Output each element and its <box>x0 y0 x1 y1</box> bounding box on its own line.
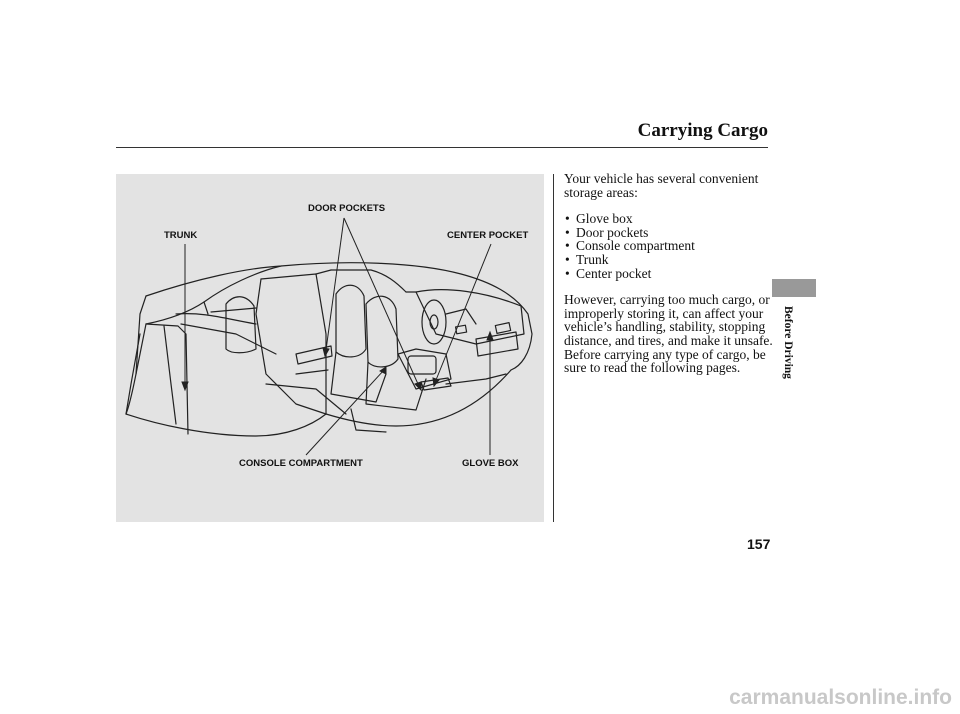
callout-door-pockets: DOOR POCKETS <box>308 203 386 214</box>
section-tab-label: Before Driving <box>782 306 794 379</box>
list-item: Console compartment <box>564 239 774 253</box>
storage-list: Glove box Door pockets Console compartme… <box>564 212 774 280</box>
title-rule <box>116 147 768 148</box>
callout-console-compartment: CONSOLE COMPARTMENT <box>239 458 363 469</box>
list-item: Glove box <box>564 212 774 226</box>
page-number: 157 <box>747 536 771 552</box>
cargo-warning-paragraph: However, carrying too much cargo, or imp… <box>564 292 773 376</box>
list-item: Center pocket <box>564 266 774 281</box>
list-item: Door pockets <box>564 226 774 240</box>
callout-trunk: TRUNK <box>164 230 198 241</box>
column-divider <box>553 174 554 522</box>
car-interior-drawing <box>125 217 533 456</box>
car-interior-illustration: DOOR POCKETS TRUNK CENTER POCKET CONSOLE… <box>116 174 544 522</box>
callout-center-pocket: CENTER POCKET <box>447 230 529 241</box>
section-tab-marker <box>772 279 816 297</box>
watermark: carmanualsonline.info <box>729 686 952 709</box>
list-item: Trunk <box>564 253 774 267</box>
intro-text: Your vehicle has several convenient stor… <box>564 171 759 200</box>
page-title: Carrying Cargo <box>637 120 768 141</box>
callout-glove-box: GLOVE BOX <box>462 458 519 469</box>
body-text: Your vehicle has several convenient stor… <box>564 172 774 375</box>
